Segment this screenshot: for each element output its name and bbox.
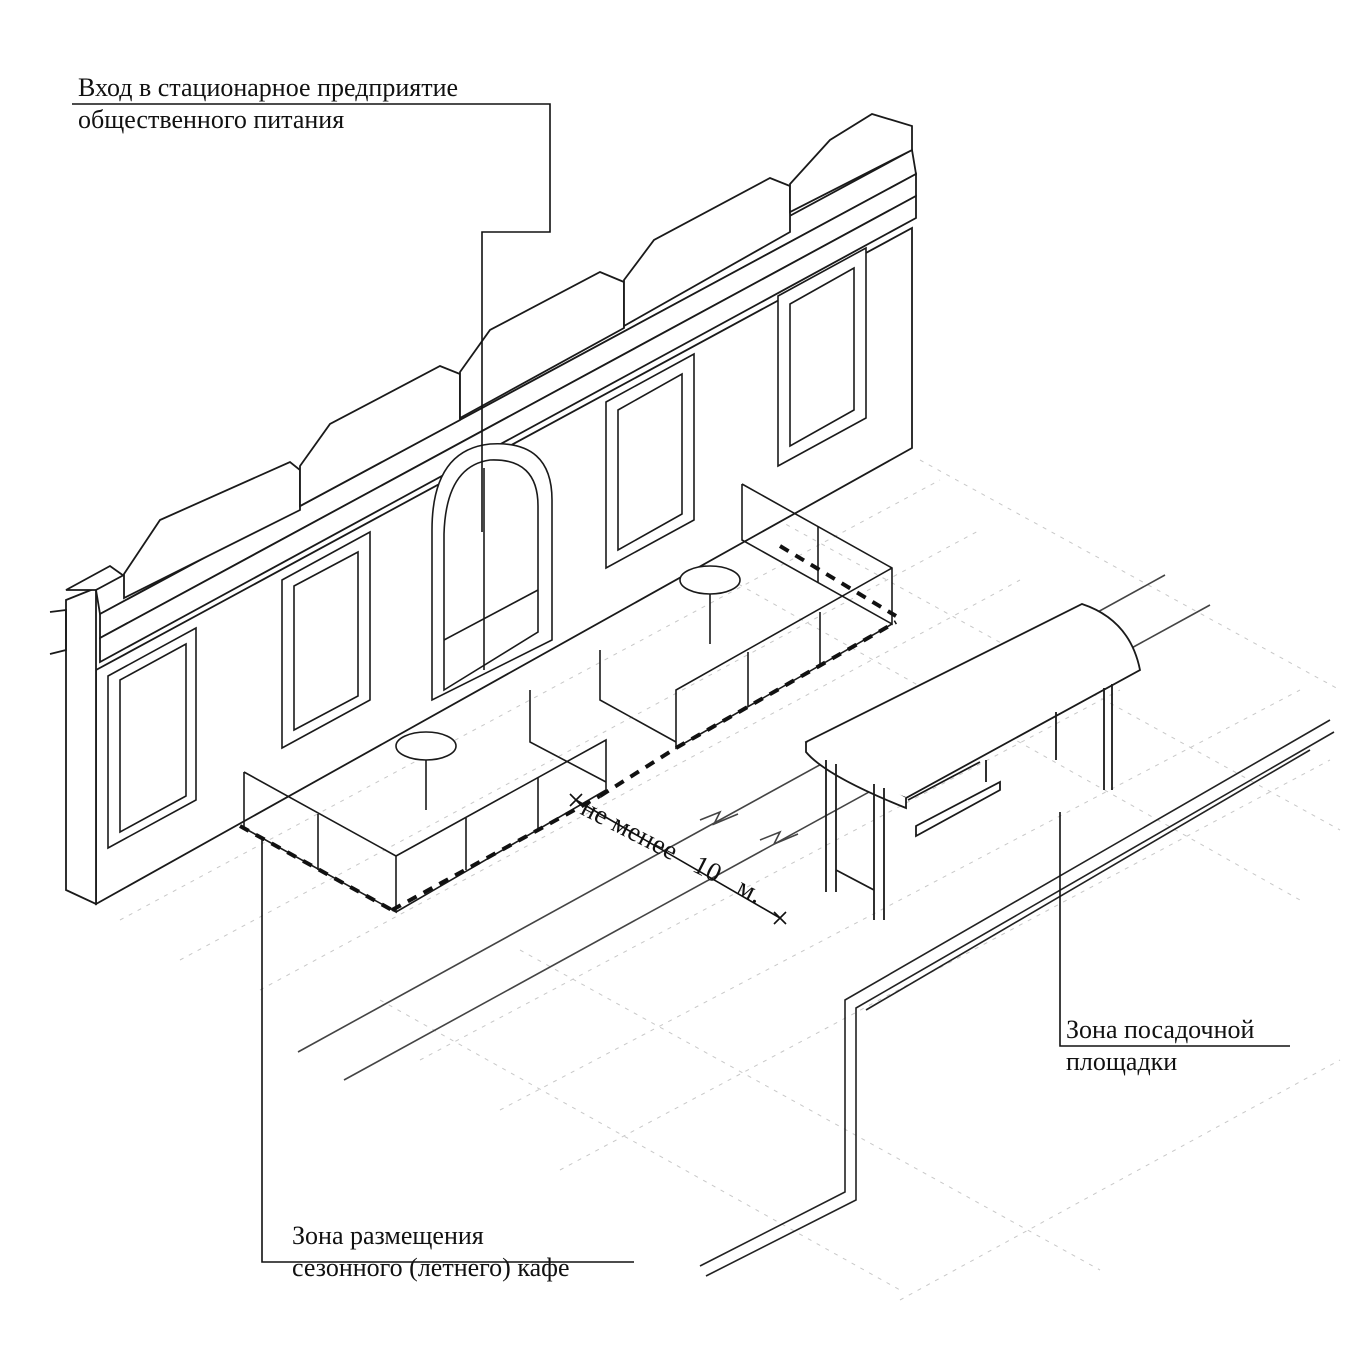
entrance-door xyxy=(431,443,553,702)
pavement-grid xyxy=(119,459,1341,1301)
platform-zone-label-line2: площадки xyxy=(1066,1047,1178,1076)
entrance-label: Вход в стационарное предприятие обществе… xyxy=(78,72,458,136)
cafe-zone-label: Зона размещения сезонного (летнего) кафе xyxy=(292,1220,570,1284)
distance-dimension xyxy=(569,793,787,925)
cafe-zone-right xyxy=(599,483,893,750)
curb xyxy=(699,719,1335,1277)
leader-lines xyxy=(72,103,1290,1263)
zone-boundaries xyxy=(239,544,898,912)
facade-windows xyxy=(107,246,867,850)
entrance-label-line2: общественного питания xyxy=(78,105,345,134)
bus-shelter xyxy=(804,603,1142,920)
entrance-label-line1: Вход в стационарное предприятие xyxy=(78,73,459,102)
cafe-zone-label-line2: сезонного (летнего) кафе xyxy=(292,1253,570,1282)
platform-zone-label-line1: Зона посадочной xyxy=(1066,1015,1255,1044)
cafe-zone-left xyxy=(243,690,607,914)
platform-zone-label: Зона посадочной площадки xyxy=(1066,1014,1254,1078)
cafe-zone-label-line1: Зона размещения xyxy=(292,1221,484,1250)
